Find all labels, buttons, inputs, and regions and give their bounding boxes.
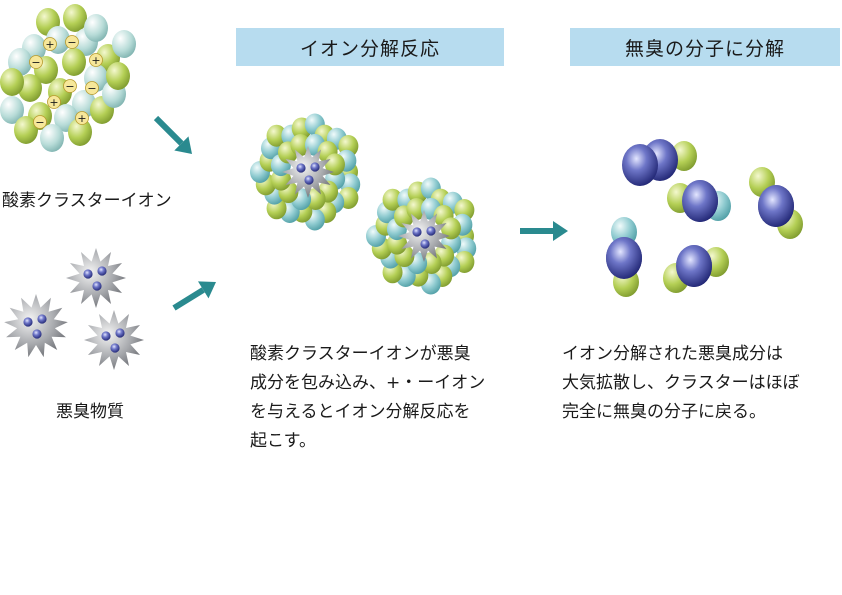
cluster-sphere (382, 188, 403, 211)
cluster-sphere (68, 118, 92, 146)
malodorous-particles (4, 248, 144, 370)
atom-large (758, 185, 794, 227)
cluster-sphere (0, 96, 24, 124)
ion-badge (89, 53, 103, 67)
cluster-sphere (63, 4, 87, 32)
core-sphere (83, 269, 93, 279)
cluster-sphere (84, 14, 108, 42)
core-sphere (304, 175, 314, 185)
header-odorless-decomposition-text: 無臭の分子に分解 (624, 37, 785, 60)
odorless-molecule (667, 180, 718, 222)
ion-badge (47, 95, 61, 109)
core-sphere (420, 239, 430, 249)
plus-ion-sign: + (91, 54, 100, 67)
cluster-sphere (14, 116, 38, 144)
atom-large (676, 245, 712, 287)
odorless-molecule (606, 237, 642, 297)
core-sphere (412, 227, 422, 237)
ion-badge (63, 79, 77, 93)
core-sphere (115, 328, 125, 338)
cluster-sphere (72, 90, 96, 118)
minus-ion-sign: − (87, 82, 96, 95)
core-sphere (32, 329, 42, 339)
cluster-sphere (18, 74, 42, 102)
reaction-arrows (153, 115, 568, 311)
ion-badge (43, 37, 57, 51)
atom-large (606, 237, 642, 279)
header-ion-decomposition-text: イオン分解反応 (299, 37, 440, 60)
arrow-down-right-shaft (153, 115, 184, 146)
core-sphere (101, 331, 111, 341)
cluster-sphere (324, 153, 345, 176)
odorless-molecule (622, 144, 658, 186)
atom-large (622, 144, 658, 186)
core-sphere (110, 343, 120, 353)
cluster-sphere (106, 62, 130, 90)
cluster-sphere (112, 30, 136, 58)
core-sphere (37, 314, 47, 324)
oxygen-cluster-ion: +−+−−++−− (0, 4, 136, 152)
plus-ion-sign: + (49, 96, 58, 109)
arrow-up-right-head (197, 281, 216, 299)
cluster-sphere (40, 124, 64, 152)
wrapped-clusters (250, 113, 477, 295)
core-sphere (426, 226, 436, 236)
cluster-sphere (62, 48, 86, 76)
arrow-down-right-head (174, 136, 192, 154)
arrow-right-head (553, 221, 568, 241)
arrow-up-right-shaft (172, 287, 205, 311)
malodor-particle (282, 146, 334, 198)
malodor-particle (4, 294, 68, 358)
odorless-molecules (606, 139, 803, 297)
plus-ion-sign: + (45, 38, 54, 51)
label-oxygen-cluster-ion: 酸素クラスターイオン (2, 191, 172, 211)
ion-badge (33, 115, 47, 129)
ion-badge (85, 81, 99, 95)
plus-ion-sign: + (77, 112, 86, 125)
description-result: イオン分解された悪臭成分は 大気拡散し、クラスターはほぼ 完全に無臭の分子に戻る… (562, 344, 800, 422)
ion-badge (75, 111, 89, 125)
core-sphere (296, 163, 306, 173)
core-sphere (23, 317, 33, 327)
malodor-particle (84, 310, 144, 370)
core-sphere (92, 281, 102, 291)
header-odorless-decomposition: 無臭の分子に分解 (570, 28, 840, 66)
minus-ion-sign: − (67, 36, 76, 49)
cluster-sphere (440, 217, 461, 240)
core-sphere (97, 266, 107, 276)
minus-ion-sign: − (31, 56, 40, 69)
ion-badge (29, 55, 43, 69)
odorless-molecule (663, 245, 712, 293)
core-sphere (310, 162, 320, 172)
atom-large (682, 180, 718, 222)
minus-ion-sign: − (35, 116, 44, 129)
minus-ion-sign: − (65, 80, 74, 93)
malodor-particle (66, 248, 126, 308)
malodor-particle (398, 210, 450, 262)
ion-badge (65, 35, 79, 49)
cluster-sphere (266, 124, 287, 147)
header-ion-decomposition: イオン分解反応 (236, 28, 504, 66)
cluster-sphere (0, 68, 24, 96)
label-malodorous-substance: 悪臭物質 (56, 402, 124, 422)
odorless-molecule (749, 167, 794, 227)
description-reaction: 酸素クラスターイオンが悪臭 成分を包み込み、+・ーイオン を与えるとイオン分解反… (250, 344, 486, 451)
